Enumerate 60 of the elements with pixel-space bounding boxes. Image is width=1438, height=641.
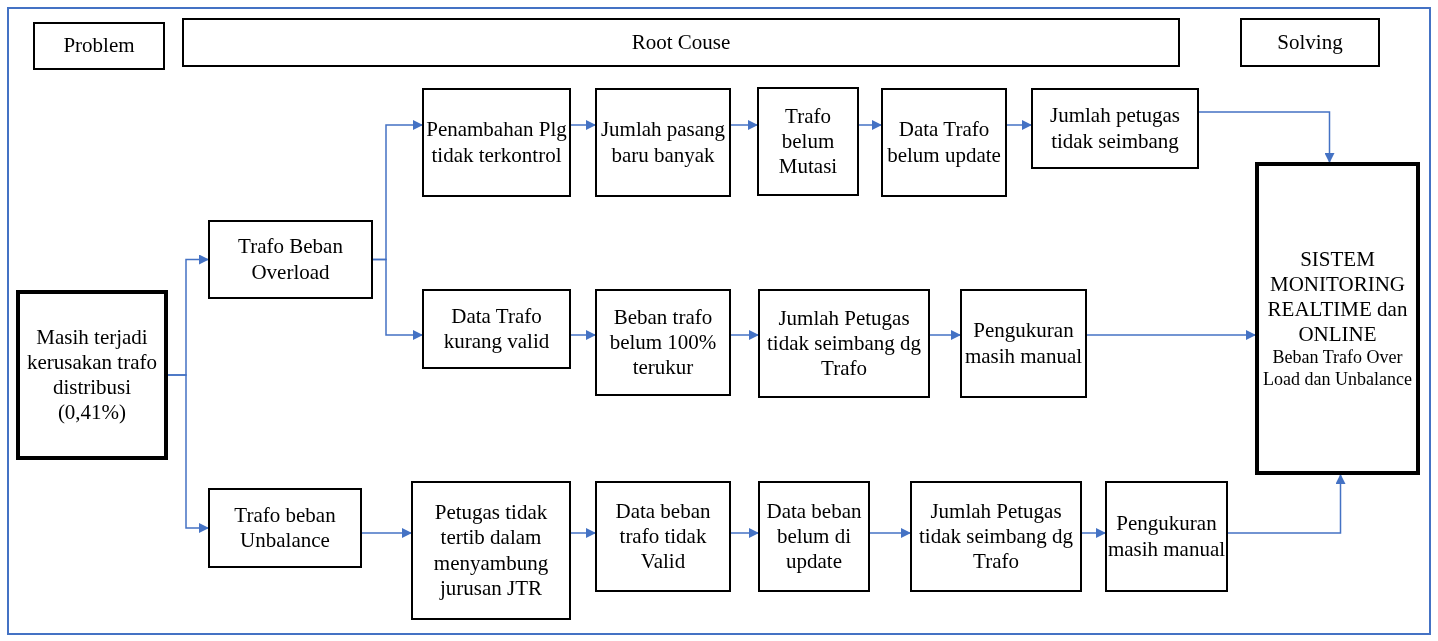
node-text: Masih terjadi kerusakan trafo distribusi (0,41%) (26, 324, 158, 426)
header-box (182, 18, 1180, 67)
cause-box (758, 289, 930, 398)
node-text: Pengukuran masih manual (1107, 511, 1226, 562)
arrow (1081, 528, 1106, 538)
cause-box (960, 289, 1087, 398)
node-text: Trafo Beban Overload (237, 234, 344, 285)
node-text: Jumlah Petugas tidak seimbang dg Trafo (766, 305, 922, 382)
cause-box (910, 481, 1082, 592)
node-text: Data beban belum di update (765, 498, 863, 575)
node-text: Data Trafo belum update (886, 117, 1002, 168)
arrow (730, 330, 759, 340)
cause-box (422, 289, 571, 369)
arrow (730, 528, 759, 538)
arrow (929, 330, 961, 340)
node-text: Trafo beban Unbalance (233, 502, 337, 554)
arrow (167, 374, 209, 533)
node-text: Beban trafo belum 100% terukur (608, 304, 718, 381)
node-text: Data Trafo kurang valid (442, 303, 551, 355)
cause-box (757, 87, 859, 196)
cause-box (758, 481, 870, 592)
arrow (1006, 120, 1032, 130)
node-text: Petugas tidak tertib dalam menyambung jurusan JTR (432, 500, 550, 601)
arrow (858, 120, 882, 130)
arrow (1198, 111, 1335, 163)
arrow (570, 330, 596, 340)
cause-box (208, 488, 362, 568)
arrow (372, 258, 423, 340)
cause-box (422, 88, 571, 197)
node-text: Trafo belum Mutasi (777, 103, 839, 180)
arrow (361, 528, 412, 538)
arrow (570, 120, 596, 130)
node-text: Jumlah Petugas tidak seimbang dg Trafo (918, 498, 1074, 575)
node-text: Solving (1277, 29, 1343, 56)
cause-box (595, 88, 731, 197)
arrow (1227, 474, 1346, 534)
header-box (33, 22, 165, 70)
node-text: Problem (63, 33, 135, 59)
node-text: Root Couse (631, 29, 731, 56)
cause-box (595, 481, 731, 592)
cause-box (1105, 481, 1228, 592)
node-subtext: Beban Trafo Over Load dan Unbalance (1262, 347, 1413, 391)
arrow (570, 528, 596, 538)
node-text: Jumlah pasang baru banyak (599, 117, 727, 168)
cause-box (208, 220, 373, 299)
arrow (869, 528, 911, 538)
cause-box (881, 88, 1007, 197)
node-text: Jumlah petugas tidak seimbang (1048, 103, 1182, 154)
cause-box (1031, 88, 1199, 169)
node-text: SISTEM MONITORING REALTIME dan ONLINE (1266, 246, 1409, 348)
header-box (1240, 18, 1380, 67)
node-text: Penambahan Plg tidak terkontrol (425, 117, 568, 168)
arrow (730, 120, 758, 130)
arrow (1086, 330, 1256, 340)
cause-box (595, 289, 731, 396)
problem-box (16, 290, 168, 460)
cause-box (411, 481, 571, 620)
node-text: Data beban trafo tidak Valid (614, 498, 712, 575)
solution-box (1255, 162, 1420, 475)
node-text: Pengukuran masih manual (963, 318, 1084, 369)
